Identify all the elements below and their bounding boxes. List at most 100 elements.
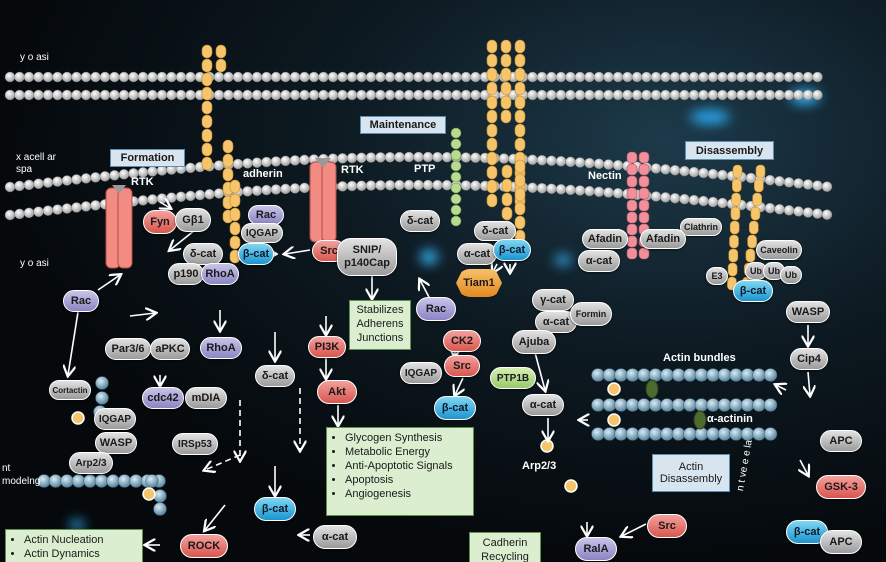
lipid-bead (147, 71, 158, 83)
pi3k-node: PI3K (308, 336, 346, 358)
actin-bead (106, 474, 120, 488)
lipid-bead (337, 71, 348, 83)
lipid-bead (14, 89, 25, 101)
lipid-bead (394, 179, 405, 191)
actin-bead (602, 427, 617, 441)
actin-outcomes-box: Actin Nucleation Actin Dynamics (5, 529, 143, 562)
lipid-bead (679, 71, 690, 83)
akt-outcomes-box: Glycogen Synthesis Metabolic Energy Anti… (326, 427, 474, 516)
lipid-bead (270, 89, 282, 101)
lipid-bead (346, 152, 358, 164)
actin-bead (153, 489, 167, 503)
arp23-mid-label: Arp2/3 (522, 460, 557, 472)
actin-bead (153, 502, 167, 516)
lipid-bead (774, 71, 785, 83)
lipid-bead (33, 71, 44, 83)
lipid-bead (365, 152, 377, 163)
actin-bead (717, 368, 732, 382)
lipid-bead (641, 89, 652, 101)
lipid-bead (441, 71, 453, 83)
acat-bottom-node: α-cat (313, 525, 357, 549)
nectin-domain (626, 187, 638, 200)
lipid-bead (346, 180, 358, 192)
p190-node: p190 (168, 263, 204, 285)
disassembly-label: Disassembly (685, 141, 774, 160)
lipid-bead (688, 194, 700, 206)
lipid-bead (802, 71, 814, 83)
rtk-mid-label: RTK (341, 164, 364, 176)
lipid-bead (612, 160, 624, 171)
lipid-bead (812, 208, 823, 219)
lipid-bead (23, 89, 35, 101)
actin-bead (48, 474, 63, 488)
lipid-bead (593, 158, 605, 169)
actin-bead (591, 368, 605, 382)
actin-bundles-label: Actin bundles (663, 352, 736, 364)
cadherin-domain (486, 123, 498, 138)
cadherin-domain (514, 201, 526, 216)
lipid-bead (783, 205, 795, 216)
lipid-bead (403, 71, 415, 83)
cadherin-domain (514, 39, 526, 54)
lipid-bead (356, 152, 367, 163)
lipid-bead (375, 71, 386, 83)
actin-bead (683, 427, 697, 441)
lipid-bead (660, 164, 671, 175)
lipid-bead (432, 151, 443, 163)
cadherin-domain (730, 206, 741, 221)
lipid-bead (574, 89, 586, 101)
dashed-arrow (205, 454, 241, 470)
lipid-bead (42, 71, 54, 83)
lipid-bead (270, 71, 282, 83)
lipid-bead (33, 89, 44, 101)
lipid-bead (413, 151, 424, 163)
lipid-bead (394, 89, 405, 101)
signal-arrow (205, 504, 226, 530)
lipid-bead (147, 89, 158, 101)
lipid-bead (669, 193, 681, 204)
lipid-bead (289, 89, 301, 101)
lipid-bead (375, 89, 386, 101)
actin-bead (763, 398, 778, 412)
cadherin-domain (514, 67, 526, 82)
cadherin-domain (514, 109, 526, 124)
lipid-bead (698, 167, 709, 179)
cadherin-domain (201, 58, 213, 73)
actin-bead (729, 427, 743, 441)
cadherin-domain (201, 86, 213, 101)
cadherin-domain (500, 109, 512, 124)
cadherin-domain (728, 248, 739, 263)
rac-top-node: Rac (248, 205, 284, 225)
lipid-bead (783, 71, 795, 83)
lipid-bead (821, 209, 833, 220)
lipid-bead (688, 71, 700, 83)
rac-mid-node: Rac (416, 297, 456, 321)
lipid-bead (802, 89, 814, 101)
cadherin-domain (500, 39, 512, 54)
lipid-bead (574, 185, 586, 196)
rhoa-mid-node: RhoA (200, 337, 242, 359)
lipid-bead (422, 89, 434, 101)
lipid-bead (61, 89, 73, 101)
lipid-bead (318, 71, 329, 83)
lipid-bead (289, 155, 301, 166)
actin-bead (83, 474, 97, 488)
lipid-bead (42, 205, 54, 216)
lipid-bead (384, 179, 396, 191)
lipid-bead (166, 192, 177, 203)
lipid-bead (812, 89, 823, 101)
lipid-bead (394, 71, 405, 83)
cadherin-domain (731, 192, 741, 207)
cadherin-domain (222, 153, 234, 168)
lipid-bead (384, 151, 396, 163)
top-membrane (4, 71, 823, 101)
lipid-bead (356, 71, 367, 83)
lipid-bead (4, 209, 16, 221)
nectin-domain (626, 199, 638, 212)
lipid-bead (793, 71, 804, 83)
lipid-bead (669, 165, 681, 176)
cadherin-domain (514, 137, 526, 152)
nectin-domain (626, 223, 638, 236)
lipid-bead (774, 204, 785, 215)
actinin-linker (693, 410, 707, 430)
